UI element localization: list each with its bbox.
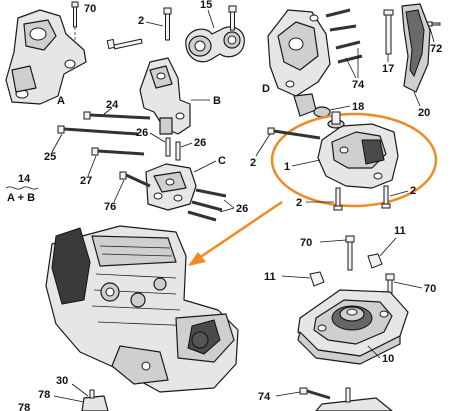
callout-70-top: 70 [84,3,96,15]
callout-26b: 26 [194,137,206,149]
bracket-c [145,163,197,211]
callout-27: 27 [80,175,92,187]
torque-link-15 [185,5,245,63]
bolt-76 [119,171,151,188]
callout-30: 30 [56,375,68,387]
bolt-70-top [71,1,79,28]
callout-18: 18 [352,101,364,113]
callout-a: A [57,95,65,107]
studs-26-upper [165,137,181,161]
callout-2-mid: 2 [250,157,256,169]
callout-70-right: 70 [424,283,436,295]
callout-15: 15 [200,0,212,11]
long-bolt-upper [106,38,143,50]
callout-a-plus-b: A + B [7,192,35,204]
callout-11b: 11 [394,225,406,237]
bolt-25 [57,125,139,136]
callout-25: 25 [44,151,56,163]
highlight-ellipse [270,112,438,208]
studs-26-lower [187,188,227,222]
callout-1: 1 [284,161,290,173]
callout-20: 20 [418,107,430,119]
callout-2-right: 2 [410,185,416,197]
callout-74-low: 74 [258,391,271,403]
bolt-70-mid [345,235,355,271]
callout-b: B [213,95,221,107]
bolts-74-top [325,8,363,64]
engine-mount-10 [297,289,409,365]
callout-2-low: 2 [296,197,302,209]
pin-17 [383,9,394,55]
pointer-arrow [188,200,283,266]
bolt-24 [83,111,151,120]
bracket-a [5,9,87,105]
bracket-b [139,57,191,135]
engine-mount-1 [317,111,399,189]
bolts-2-low [333,185,391,211]
callout-70-mid: 70 [300,237,312,249]
callout-76: 76 [104,201,116,213]
callout-14: 14 [18,173,31,185]
callout-74-top: 74 [352,79,365,91]
callout-2-top: 2 [138,15,144,27]
engine-assembly [45,225,239,393]
bolt-27 [91,147,145,156]
callout-72: 72 [430,43,442,55]
bolt-74-low [299,387,331,400]
callout-78a: 78 [38,389,50,401]
callout-26a: 26 [136,127,148,139]
callout-24: 24 [106,99,119,111]
nut-11-left [309,271,325,287]
nut-11-right [367,253,383,269]
callout-11a: 11 [264,271,276,283]
bolt-2-top [163,7,172,41]
callout-c: C [218,155,226,167]
bracket-30 [81,389,109,411]
callout-17: 17 [382,63,394,75]
callout-10: 10 [382,353,394,365]
callout-78b: 78 [18,402,30,411]
callout-26c: 26 [236,203,248,215]
bracket-bottom-right [315,387,393,411]
bracket-d [267,9,331,117]
bolt-2-mid [267,127,321,140]
shield-20 [401,3,431,93]
callout-d: D [262,83,270,95]
